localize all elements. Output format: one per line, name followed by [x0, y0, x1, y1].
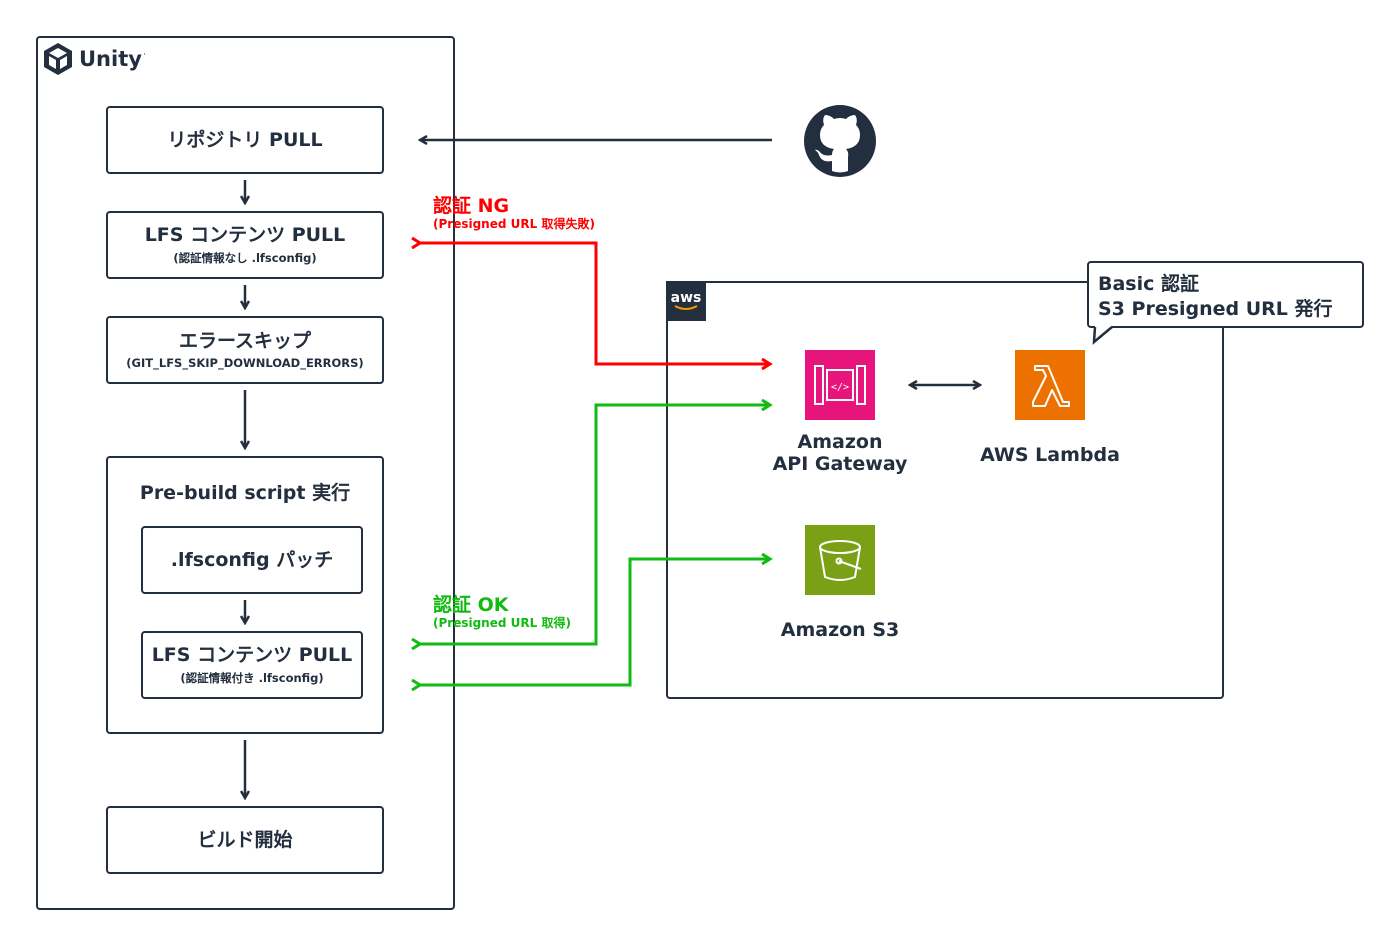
build-start-title: ビルド開始	[197, 828, 293, 851]
svg-text:</>: </>	[831, 382, 849, 393]
auth-ok-title: 認証 OK	[433, 594, 509, 616]
s3-label: Amazon S3	[780, 619, 900, 641]
aws-cloud-frame	[666, 281, 1224, 699]
lfsconfig-patch-title: .lfsconfig パッチ	[170, 548, 334, 571]
api-gateway-label: Amazon API Gateway	[760, 431, 920, 476]
error-skip-title: エラースキップ	[178, 330, 312, 353]
aws-badge: aws	[666, 281, 706, 321]
lfs-pull-unauth-sub: (認証情報なし .lfsconfig)	[173, 250, 317, 265]
callout-box	[1087, 261, 1364, 328]
build-start-step: ビルド開始	[106, 806, 384, 874]
lfs-pull-auth-sub: (認証情報付き .lfsconfig)	[180, 670, 324, 685]
api-gateway-line1: Amazon	[797, 431, 883, 453]
lfs-pull-unauth-step: LFS コンテンツ PULL (認証情報なし .lfsconfig)	[106, 211, 384, 279]
api-gateway-line2: API Gateway	[772, 452, 908, 475]
unity-logo-text: Unity	[79, 47, 142, 71]
unity-cube-icon	[44, 43, 72, 75]
unity-logo: Unity ·	[42, 42, 146, 76]
aws-badge-text: aws	[670, 290, 702, 306]
lfs-pull-auth-step: LFS コンテンツ PULL (認証情報付き .lfsconfig)	[141, 631, 363, 699]
prebuild-title: Pre-build script 実行	[139, 482, 351, 504]
lambda-icon	[1015, 350, 1085, 420]
api-gateway-icon: </>	[805, 350, 875, 420]
github-icon	[804, 105, 876, 177]
error-skip-sub: (GIT_LFS_SKIP_DOWNLOAD_ERRORS)	[126, 355, 364, 370]
repo-pull-title: リポジトリ PULL	[167, 128, 323, 151]
auth-ng-title: 認証 NG	[433, 195, 510, 217]
callout-line1: Basic 認証	[1098, 273, 1200, 295]
lambda-label: AWS Lambda	[980, 444, 1120, 466]
error-skip-step: エラースキップ (GIT_LFS_SKIP_DOWNLOAD_ERRORS)	[106, 316, 384, 384]
auth-ok-sub: (Presigned URL 取得)	[433, 616, 571, 630]
lfs-pull-unauth-title: LFS コンテンツ PULL	[144, 224, 346, 247]
auth-ng-sub: (Presigned URL 取得失敗)	[433, 217, 595, 231]
lfs-pull-auth-title: LFS コンテンツ PULL	[151, 644, 353, 667]
callout-line2: S3 Presigned URL 発行	[1098, 298, 1333, 320]
aws-smile-icon	[674, 305, 698, 310]
s3-bucket-icon	[805, 525, 875, 595]
repo-pull-step: リポジトリ PULL	[106, 106, 384, 174]
lfsconfig-patch-step: .lfsconfig パッチ	[141, 526, 363, 594]
